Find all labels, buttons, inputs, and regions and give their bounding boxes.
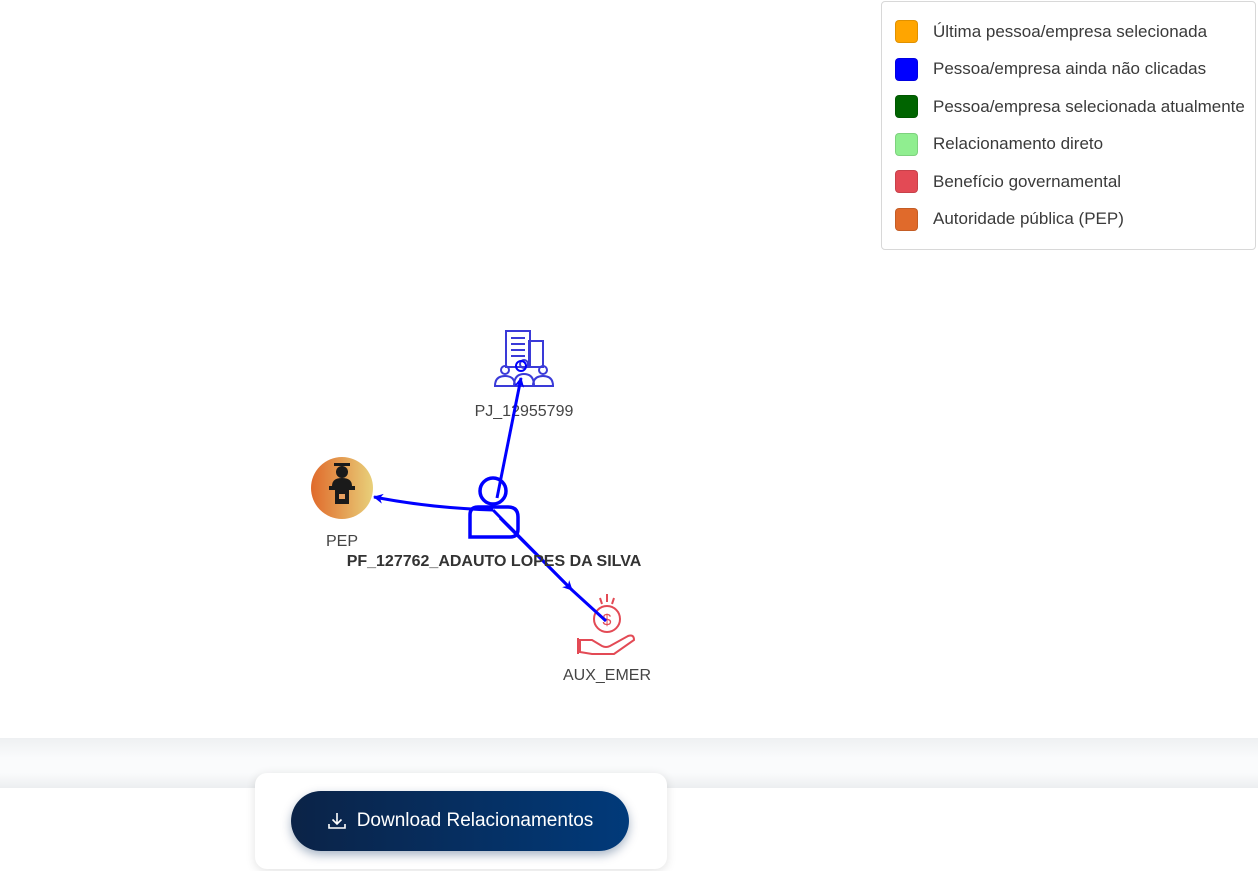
download-card: Download Relacionamentos	[255, 773, 667, 869]
edge-center-to-pj	[495, 377, 525, 499]
download-relationships-button[interactable]: Download Relacionamentos	[291, 791, 629, 851]
network-graph[interactable]: PJ_12955799 PEP $	[0, 0, 1258, 740]
legend-item: Última pessoa/empresa selecionada	[895, 13, 1255, 51]
legend-swatch-pep	[895, 207, 918, 231]
public-authority-icon	[311, 457, 373, 519]
download-button-label: Download Relacionamentos	[356, 810, 594, 831]
legend-item: Pessoa/empresa selecionada atualmente	[895, 88, 1255, 126]
legend-label: Pessoa/empresa ainda não clicadas	[933, 59, 1207, 79]
legend-label: Última pessoa/empresa selecionada	[933, 21, 1208, 41]
legend-item: Benefício governamental	[895, 163, 1255, 201]
legend-swatch-gov-benefit	[895, 170, 918, 194]
legend-swatch-currently-selected	[895, 95, 918, 119]
benefit-hand-coin-icon: $	[577, 594, 636, 655]
legend-label: Benefício governamental	[933, 171, 1122, 191]
person-icon	[468, 476, 520, 539]
legend-panel: Última pessoa/empresa selecionada Pessoa…	[881, 1, 1256, 250]
svg-text:$: $	[603, 612, 612, 629]
node-aux-emer[interactable]: $ AUX_EMER	[563, 594, 651, 684]
company-buildings-icon	[494, 330, 554, 387]
node-pj[interactable]: PJ_12955799	[475, 330, 574, 420]
legend-item: Relacionamento direto	[895, 126, 1255, 164]
node-label-pj: PJ_12955799	[475, 403, 574, 420]
legend-label: Pessoa/empresa selecionada atualmente	[933, 96, 1245, 116]
node-label-center: PF_127762_ADAUTO LOPES DA SILVA	[347, 553, 642, 570]
edge-arrowhead-aux	[498, 516, 574, 592]
legend-item: Autoridade pública (PEP)	[895, 201, 1255, 239]
node-pep[interactable]: PEP	[311, 457, 373, 550]
legend-label: Autoridade pública (PEP)	[933, 209, 1124, 229]
node-label-aux-emer: AUX_EMER	[563, 667, 651, 684]
graph-edges	[373, 377, 608, 623]
legend-swatch-direct-relationship	[895, 132, 918, 156]
download-icon	[327, 813, 346, 829]
legend-swatch-last-selected	[895, 20, 918, 44]
legend-item: Pessoa/empresa ainda não clicadas	[895, 51, 1255, 89]
edge-center-to-pep	[373, 493, 494, 512]
legend-label: Relacionamento direto	[933, 134, 1104, 154]
node-center-person[interactable]: PF_127762_ADAUTO LOPES DA SILVA	[347, 476, 642, 570]
node-label-pep: PEP	[326, 533, 358, 550]
legend-swatch-not-clicked	[895, 57, 918, 81]
